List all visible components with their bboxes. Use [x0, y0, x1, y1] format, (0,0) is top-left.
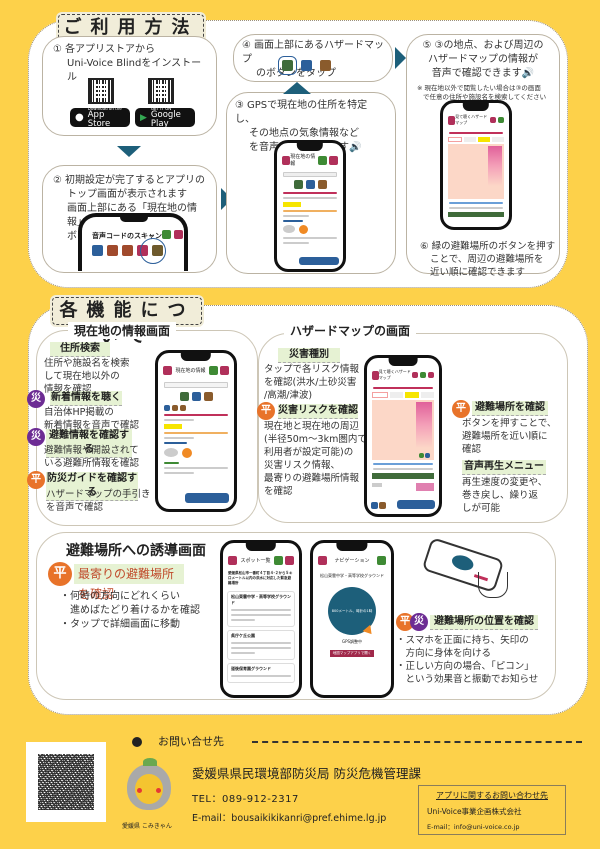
open-map-button[interactable]: 地図マップアプリで開く: [330, 650, 374, 657]
app-contact-email[interactable]: E-mail：info@uni-voice.co.jp: [427, 823, 520, 831]
audio-menu-label: 音声再生メニュー: [462, 460, 546, 475]
contact-qr-code[interactable]: [26, 742, 106, 822]
normal-badge: 平: [396, 613, 414, 631]
mascot-kominikyan: [125, 758, 175, 818]
guidance-group: [36, 532, 556, 700]
step-1-text-1: 各アプリストアから: [64, 44, 155, 55]
spot-card[interactable]: 道後保育園グラウンド: [227, 663, 295, 683]
nearest-site-label: 最寄りの避難場所を確認: [74, 564, 184, 601]
features-panel: [28, 305, 588, 715]
site-position-label: 避難場所の位置を確認: [430, 615, 538, 630]
app-store-qr-code[interactable]: [88, 78, 114, 104]
current-location-feature-phone: 現在地の情報: [155, 350, 237, 512]
evacuation-info-label: 避難情報を確認する: [46, 429, 132, 458]
current-location-phone: 現在地の情報: [274, 140, 346, 272]
scan-header: 音声コードのスキャン: [92, 232, 162, 240]
app-contact-box: アプリに関するお問い合わせ先 Uni-Voice事業企画株式会社 E-mail：…: [418, 785, 566, 835]
guidance-heading: 避難場所への誘導画面: [66, 543, 206, 559]
highlight-circle: [140, 238, 166, 264]
current-location-heading: 現在地の情報画面: [68, 322, 177, 339]
disaster-guide-label: 防災ガイドを確認する: [46, 472, 138, 501]
hazard-map-phone: 見て聴くハザードマップ: [440, 100, 512, 230]
direction-arrow-icon: [362, 624, 376, 638]
step-1-text-2: Uni-Voice Blindをインストール: [67, 58, 202, 83]
step-6-text: ⑥ 緑の避難場所のボタンを押す ことで、周辺の避難場所を 近い順に確認できます: [420, 241, 556, 278]
bulb-icon[interactable]: [122, 245, 133, 256]
play-icon: ▶: [140, 112, 147, 123]
disaster-badge: 災: [27, 428, 45, 446]
divider: [252, 741, 582, 743]
arrow-right-icon: [395, 47, 406, 69]
news-label: 新着情報を聴く: [50, 391, 122, 406]
list-icon[interactable]: [301, 60, 312, 71]
arrow-up-icon: [283, 82, 311, 94]
direction-circle: 800メートル、時計の1時: [328, 587, 376, 638]
evacuation-site-label: 避難場所を確認: [472, 401, 548, 416]
disaster-badge: 災: [410, 613, 428, 631]
spot-card[interactable]: 県庁ケ丘公園: [227, 630, 295, 660]
hazard-map-feature-phone: 見て聴くハザードマップ: [364, 355, 442, 517]
contact-heading: お問い合せ先: [158, 735, 224, 748]
contact-email[interactable]: E-mail：bousaikikikanri@pref.ehime.lg.jp: [192, 813, 387, 824]
address-search-label: 住所検索: [50, 342, 110, 357]
contact-tel[interactable]: TEL：089-912-2317: [192, 794, 299, 805]
disaster-badge: 災: [27, 390, 45, 408]
document-icon[interactable]: [92, 245, 103, 256]
normal-badge: 平: [452, 400, 470, 418]
menu-icon: [174, 230, 183, 239]
normal-badge: 平: [257, 402, 275, 420]
spot-list-phone: スポット一覧 愛媛県松山市一番町４丁目４-２から５キロメートル以内の洪水に対応し…: [220, 540, 302, 698]
arrow-down-icon: [117, 146, 141, 157]
shelter-icon[interactable]: [320, 60, 331, 71]
google-play-qr-code[interactable]: [148, 78, 174, 104]
navigation-phone: ナビゲーション 松山東雲中学・高等学校グラウンド 800メートル、時計の1時 G…: [310, 540, 394, 698]
hazard-map-button-icon[interactable]: [278, 56, 297, 75]
help-icon: [162, 230, 171, 239]
disaster-risk-label: 災害リスクを確認: [278, 404, 358, 419]
bullet-icon: [132, 737, 142, 747]
step-number: ①: [53, 44, 62, 55]
step-2-phone: 音声コードのスキャン: [78, 213, 188, 271]
apple-icon: ●: [75, 112, 84, 123]
bell-icon[interactable]: [107, 245, 118, 256]
normal-badge: 平: [48, 562, 72, 586]
normal-badge: 平: [27, 471, 45, 489]
spot-card[interactable]: 松山東雲中学・高等学校グラウンド: [227, 591, 295, 627]
features-section-title: 各機能について: [52, 297, 202, 347]
disaster-type-label: 災害種別: [278, 348, 340, 363]
hand-icon: [478, 572, 508, 598]
organization-name: 愛媛県県民環境部防災局 防災危機管理課: [192, 766, 421, 781]
mascot-caption: 愛媛県 こみきゃん: [122, 823, 172, 830]
hazard-map-heading: ハザードマップの画面: [284, 322, 417, 339]
